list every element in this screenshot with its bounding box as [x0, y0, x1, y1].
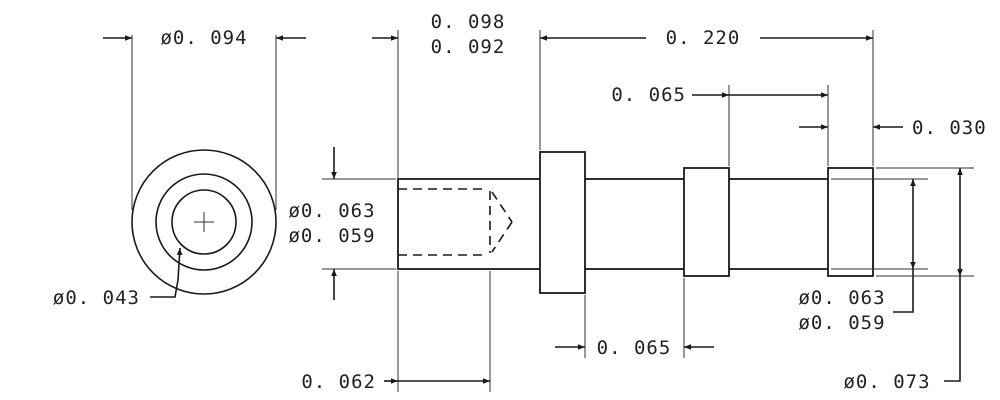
end-view: ø0. 094 ø0. 043: [53, 27, 306, 309]
hole-depth-max-label: 0. 098: [431, 11, 506, 33]
leader-line: [944, 276, 961, 382]
middle-circle: [155, 173, 253, 271]
shaft: [397, 178, 874, 270]
right-shaft-dia-min-label: ø0. 059: [798, 312, 885, 334]
end-view-hole-label: ø0. 043: [53, 287, 140, 309]
middle-collar: [683, 167, 730, 277]
middle-gap-label: 0. 065: [597, 337, 672, 359]
hidden-bore: [398, 188, 513, 256]
collar-spacing-label: 0. 065: [611, 84, 686, 106]
overall-length-label: 0. 220: [666, 27, 741, 49]
hole-depth-min-label: 0. 092: [431, 36, 506, 58]
shaft-dia-min-label: ø0. 059: [288, 225, 375, 247]
inner-circle: [171, 189, 237, 255]
leader-line: [893, 269, 914, 313]
side-view: 0. 098 0. 092 0. 220 0. 065 0. 030 ø0. 0…: [288, 11, 987, 393]
leader-line: [150, 247, 183, 298]
end-collar-width-label: 0. 030: [912, 117, 987, 139]
bore-depth-label: 0. 062: [301, 371, 376, 393]
collar-diameter-label: ø0. 073: [843, 371, 930, 393]
large-collar: [539, 151, 586, 294]
outer-circle: [131, 149, 277, 295]
end-view-diameter-label: ø0. 094: [160, 27, 247, 49]
shaft-dia-max-label: ø0. 063: [288, 200, 375, 222]
end-collar: [827, 167, 874, 277]
right-shaft-dia-max-label: ø0. 063: [798, 287, 885, 309]
